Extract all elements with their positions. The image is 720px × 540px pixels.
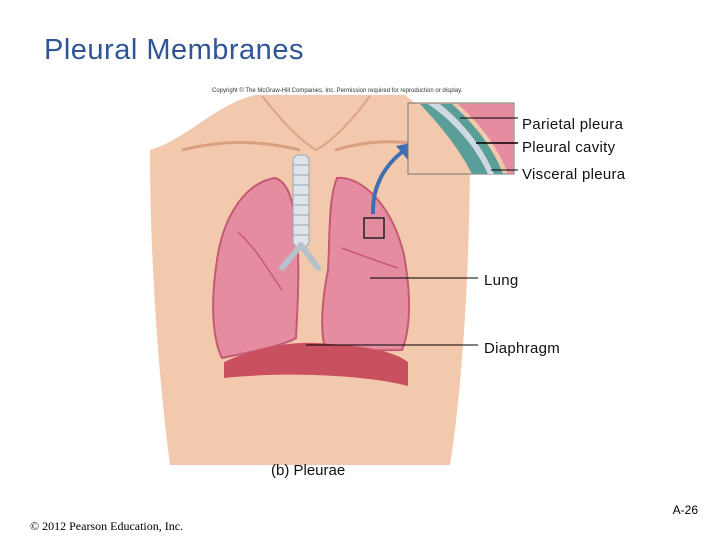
detail-box [363,217,385,239]
lung-tissue-inset [458,104,513,174]
bronchi [279,242,321,271]
pleural-cavity-band [428,104,494,174]
neck-shading [261,95,371,152]
label-visceral-pleura: Visceral pleura [522,166,626,183]
page-number: A-26 [672,503,698,517]
footer-copyright: © 2012 Pearson Education, Inc. [30,519,184,533]
callout-arrow [370,150,404,215]
visceral-band [440,104,503,174]
copyright-notice: Copyright © The McGraw-Hill Companies, I… [212,88,463,94]
diaphragm [224,342,408,386]
parietal-band [420,104,488,174]
label-pleural-cavity: Pleural cavity [522,139,616,156]
trachea [292,154,310,248]
figure-caption: (b) Pleurae [271,462,346,479]
label-diaphragm: Diaphragm [484,340,561,357]
clavicle-left [181,140,301,152]
label-lung: Lung [484,272,519,289]
label-parietal-pleura: Parietal pleura [522,116,624,133]
slide-title: Pleural Membranes [44,34,304,66]
